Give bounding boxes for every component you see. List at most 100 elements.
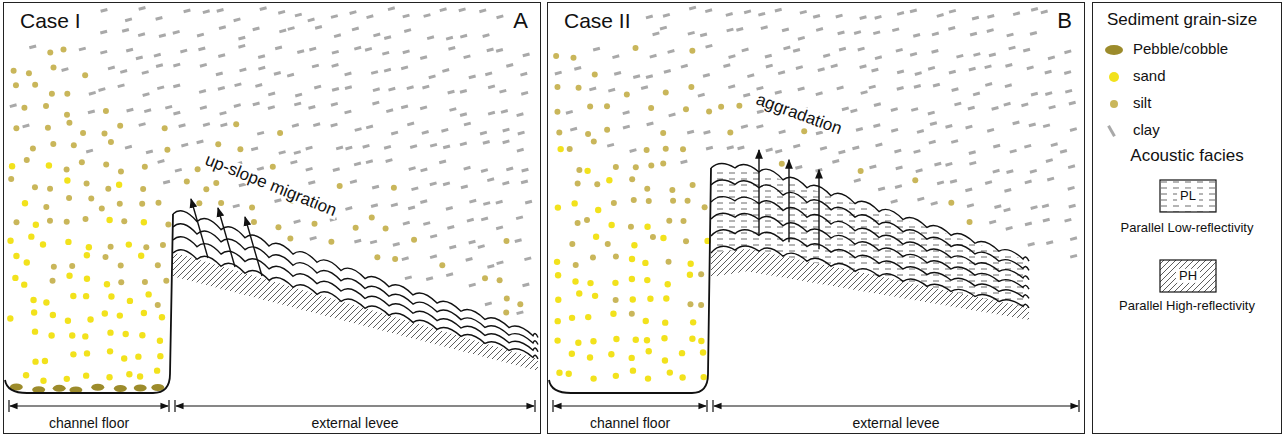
clay-flake [203,122,211,127]
process-arrow [788,160,789,242]
clay-flake [913,33,921,38]
clay-flake [932,32,940,37]
silt-grain [64,166,70,172]
silt-grain [779,161,785,167]
silt-grain [633,45,639,51]
clay-flake [216,8,224,13]
sand-grain [631,242,637,248]
clay-flake [782,28,790,33]
clay-flake [1029,122,1037,127]
clay-flake [234,82,242,87]
clay-flake [989,53,997,58]
clay-flake [797,87,805,92]
clay-flake [125,17,133,22]
clay-flake [88,110,96,115]
silt-grain [165,221,171,227]
zone-label: channel floor [588,416,672,430]
clay-flake [460,34,468,39]
silt-grain [573,262,579,268]
case-title: Case II [562,9,633,32]
legend-text: silt [1133,95,1151,112]
clay-flake [200,63,208,68]
extent-arrow [176,405,534,406]
clay-flake [1006,33,1014,38]
clay-flake [354,239,362,244]
silt-grain [142,164,148,170]
clay-flake [305,167,313,172]
clay-flake [388,6,396,11]
silt-grain [644,147,650,153]
clay-flake [420,55,428,60]
silt-grain [26,70,32,76]
silt-grain [702,204,708,210]
clay-flake [994,204,1002,209]
clay-flake [1030,205,1038,210]
clay-flake [443,144,451,149]
sand-grain [42,358,48,364]
clay-flake [447,90,455,95]
clay-flake [175,168,183,173]
silt-grain [590,255,596,261]
clay-flake [798,36,806,41]
clay-flake [1024,180,1032,185]
clay-flake [646,121,654,126]
sand-grain [644,224,650,230]
clay-flake [479,8,487,13]
clay-flake [458,7,466,12]
facies-sample: PL [1159,179,1217,213]
silt-grain [50,141,56,147]
clay-flake [465,257,473,262]
clay-flake [736,27,744,32]
sand-grain [159,314,165,320]
clay-flake [1042,204,1050,209]
clay-flake [1047,177,1055,182]
clay-flake [469,199,477,204]
sand-grain [157,353,163,359]
clay-flake [1064,218,1072,223]
clay-flake [1030,169,1038,174]
clay-flake [875,143,883,148]
clay-flake [29,45,37,50]
silt-grain [392,256,398,262]
clay-flake [652,31,660,36]
clay-flake [910,52,918,57]
clay-flake [468,75,476,80]
clay-flake [495,200,503,205]
clay-flake [178,123,186,128]
sand-grain [554,337,560,343]
silt-grain [237,146,243,152]
clay-flake [854,178,862,183]
clay-flake [391,131,399,136]
sand-grain [698,338,704,344]
silt-grain [51,264,57,270]
clay-flake [117,83,125,88]
clay-flake [371,203,379,208]
clay-flake [927,111,935,116]
legend-swatch [1103,96,1125,112]
clay-flake [197,33,205,38]
clay-flake [331,63,339,68]
silt-grain [688,84,694,90]
clay-flake [891,107,899,112]
sand-grain [22,200,28,206]
clay-flake [233,17,241,22]
sand-grain [687,261,693,267]
clay-flake [516,112,524,117]
clay-flake [234,103,242,108]
clay-flake [294,150,302,155]
clay-flake [305,146,313,151]
clay-flake [774,8,782,13]
clay-flake [949,9,957,14]
zone-label: external levee [309,416,400,430]
clay-flake [817,67,825,72]
clay-flake [385,158,393,163]
pebble [114,385,127,392]
silt-grain [687,301,693,307]
clay-flake [220,123,228,128]
silt-grain [195,166,201,172]
clay-flake [165,105,173,110]
sand-grain [700,374,706,380]
clay-flake [520,72,528,77]
clay-flake [813,14,821,19]
silt-grain [718,104,724,110]
